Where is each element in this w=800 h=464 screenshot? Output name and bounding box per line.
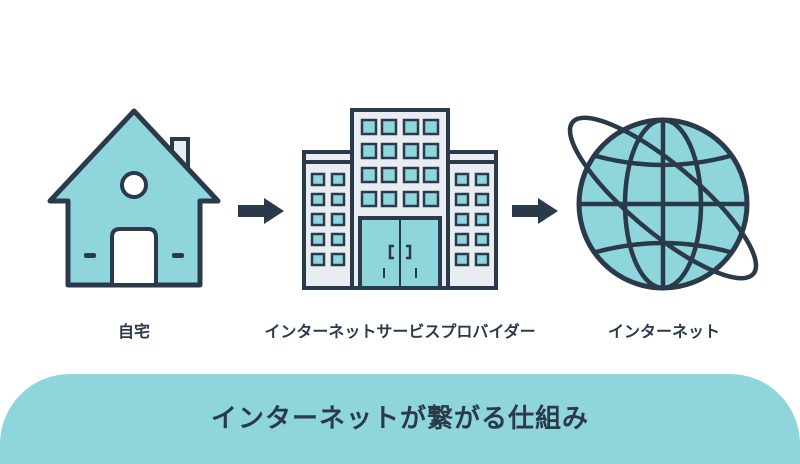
globe-icon <box>567 115 759 291</box>
arrow-right-icon <box>512 198 558 224</box>
building-node <box>300 106 500 292</box>
node-label-internet: インターネット <box>607 322 720 341</box>
arrow-1 <box>236 196 286 230</box>
globe-node <box>566 106 762 296</box>
node-label-isp: インターネットサービスプロバイダー <box>264 322 536 341</box>
arrow-right-icon <box>238 198 284 224</box>
house-node <box>44 105 224 290</box>
banner-title: インターネットが繋がる仕組み <box>210 404 589 434</box>
title-banner <box>0 374 800 464</box>
office-building-icon <box>302 108 498 290</box>
node-label-home: 自宅 <box>117 322 150 341</box>
arrow-2 <box>510 196 560 230</box>
house-icon <box>47 108 221 288</box>
